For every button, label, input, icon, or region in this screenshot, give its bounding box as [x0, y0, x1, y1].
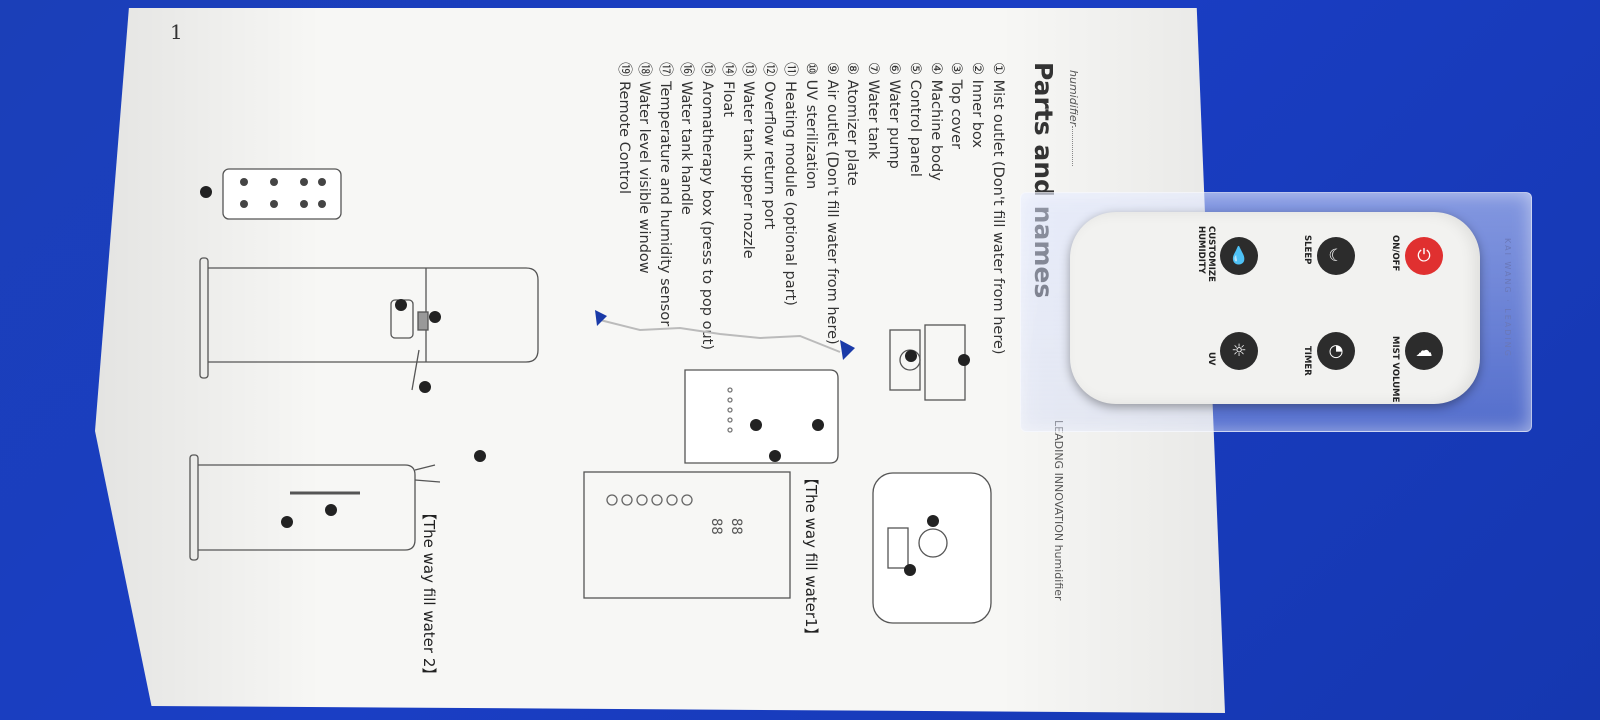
page-number: 1 [170, 20, 183, 44]
power-icon: ⏻ [1417, 246, 1431, 266]
label-uv: UV [1206, 352, 1216, 366]
power-button[interactable]: ⏻ [1405, 237, 1443, 275]
callout-10 [325, 504, 337, 516]
timer-button[interactable]: ◔ [1317, 332, 1355, 370]
label-timer: TIMER [1302, 346, 1312, 376]
mist-icon: ☁ [1415, 341, 1433, 361]
callout-4 [769, 450, 781, 462]
humidifier-front-view [189, 454, 441, 561]
customize-humidity-button[interactable]: 💧 [1220, 237, 1258, 275]
callout-7 [281, 516, 293, 528]
callout-6 [474, 450, 486, 462]
mist-volume-button[interactable]: ☁ [1405, 332, 1443, 370]
label-mist-volume: MIST VOLUME [1390, 336, 1400, 403]
brand-text: KAI WANG · LEADING [1503, 238, 1512, 358]
torn-mark [595, 310, 855, 360]
uv-icon: ☼ [1231, 341, 1247, 361]
humidifier-side-view [199, 257, 539, 391]
callout-12 [429, 311, 441, 323]
callout-14 [395, 299, 407, 311]
uv-button[interactable]: ☼ [1220, 332, 1258, 370]
callout-8 [927, 515, 939, 527]
callout-3 [812, 419, 824, 431]
remote-control: ⏻ ☁ ☾ ◔ 💧 ☼ [1070, 212, 1480, 404]
label-sleep: SLEEP [1302, 235, 1312, 265]
callout-1 [958, 354, 970, 366]
timer-icon: ◔ [1328, 341, 1344, 361]
callout-9 [904, 564, 916, 576]
callout-2 [905, 350, 917, 362]
callout-11 [419, 381, 431, 393]
svg-text:88: 88 [728, 518, 744, 535]
sleep-button[interactable]: ☾ [1317, 237, 1355, 275]
droplet-icon: 💧 [1228, 246, 1250, 266]
base-unit-drawing [684, 369, 839, 464]
control-panel-drawing: 88 88 [583, 471, 791, 599]
callout-5 [750, 419, 762, 431]
label-on-off: ON/OFF [1390, 235, 1400, 272]
top-view-drawing [872, 472, 992, 624]
label-customize-humidity: CUSTOMIZE HUMIDITY [1196, 226, 1216, 282]
remote-drawing [222, 168, 342, 220]
callout-19 [200, 186, 212, 198]
moon-icon: ☾ [1328, 246, 1344, 266]
svg-text:88: 88 [708, 518, 724, 535]
